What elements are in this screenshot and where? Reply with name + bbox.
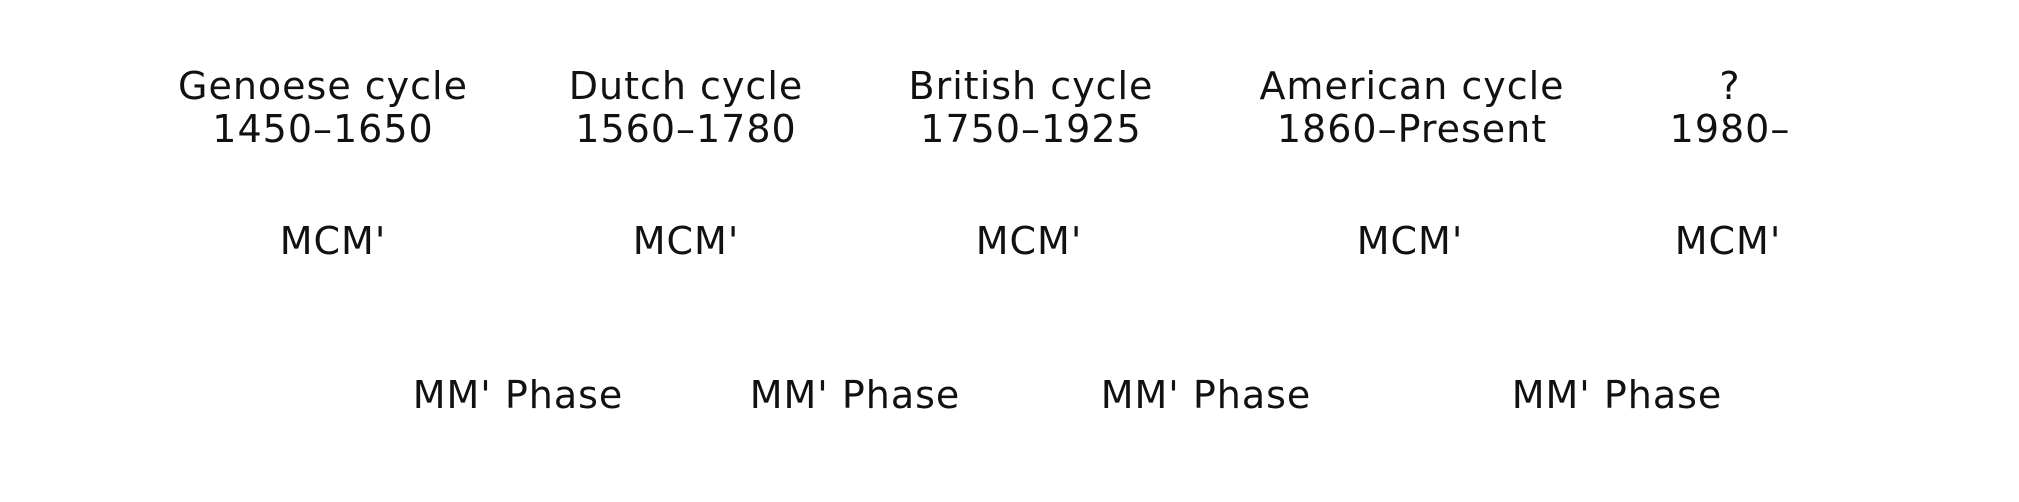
cycle-name: Genoese cycle bbox=[177, 64, 469, 108]
mm-phase-label: MM' Phase bbox=[1511, 373, 1723, 417]
cycle-period: 1450–1650 bbox=[212, 106, 434, 151]
cycle-period: 1980– bbox=[1669, 106, 1791, 151]
mm-phase-label: MM' Phase bbox=[1100, 373, 1312, 417]
mcm-marker: MCM' bbox=[632, 219, 740, 263]
cycle-name: Dutch cycle bbox=[568, 64, 804, 108]
cycle-period: 1860–Present bbox=[1276, 106, 1548, 151]
mcm-marker: MCM' bbox=[1356, 219, 1464, 263]
cycle-name: British cycle bbox=[908, 64, 1154, 108]
cycle-header-genoese: Genoese cycle 1450–1650 bbox=[178, 65, 468, 150]
cycle-header-dutch: Dutch cycle 1560–1780 bbox=[569, 65, 804, 150]
mm-phase-label: MM' Phase bbox=[412, 373, 624, 417]
cycle-name: American cycle bbox=[1259, 64, 1565, 108]
mcm-marker: MCM' bbox=[1674, 219, 1782, 263]
cycle-period: 1560–1780 bbox=[575, 106, 797, 151]
cycle-header-british: British cycle 1750–1925 bbox=[909, 65, 1154, 150]
mcm-marker: MCM' bbox=[975, 219, 1083, 263]
cycle-header-american: American cycle 1860–Present bbox=[1259, 65, 1564, 150]
cycle-header-unknown: ? 1980– bbox=[1670, 65, 1791, 150]
mm-phase-label: MM' Phase bbox=[749, 373, 961, 417]
cycle-period: 1750–1925 bbox=[920, 106, 1142, 151]
cycle-name: ? bbox=[1719, 64, 1741, 108]
mcm-marker: MCM' bbox=[279, 219, 387, 263]
